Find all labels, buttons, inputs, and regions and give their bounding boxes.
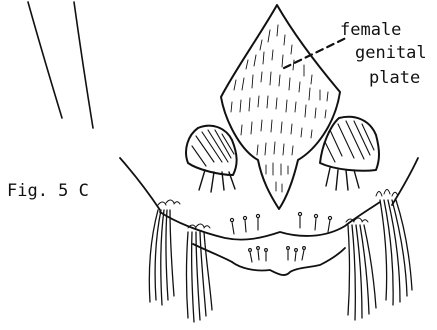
female-genital-plate [221, 5, 340, 209]
central-setae [230, 212, 331, 262]
annotation-label-line-1: female [340, 20, 401, 40]
left-lateral-lobe [186, 126, 237, 192]
figure-label: Fig. 5 C [7, 181, 89, 201]
annotation-label-line-3: plate [369, 68, 420, 88]
left-setae-tuft [149, 200, 212, 322]
annotation-label-line-2: genital [355, 43, 427, 63]
appendage-lines [28, 2, 93, 128]
right-setae-tuft [346, 190, 412, 321]
